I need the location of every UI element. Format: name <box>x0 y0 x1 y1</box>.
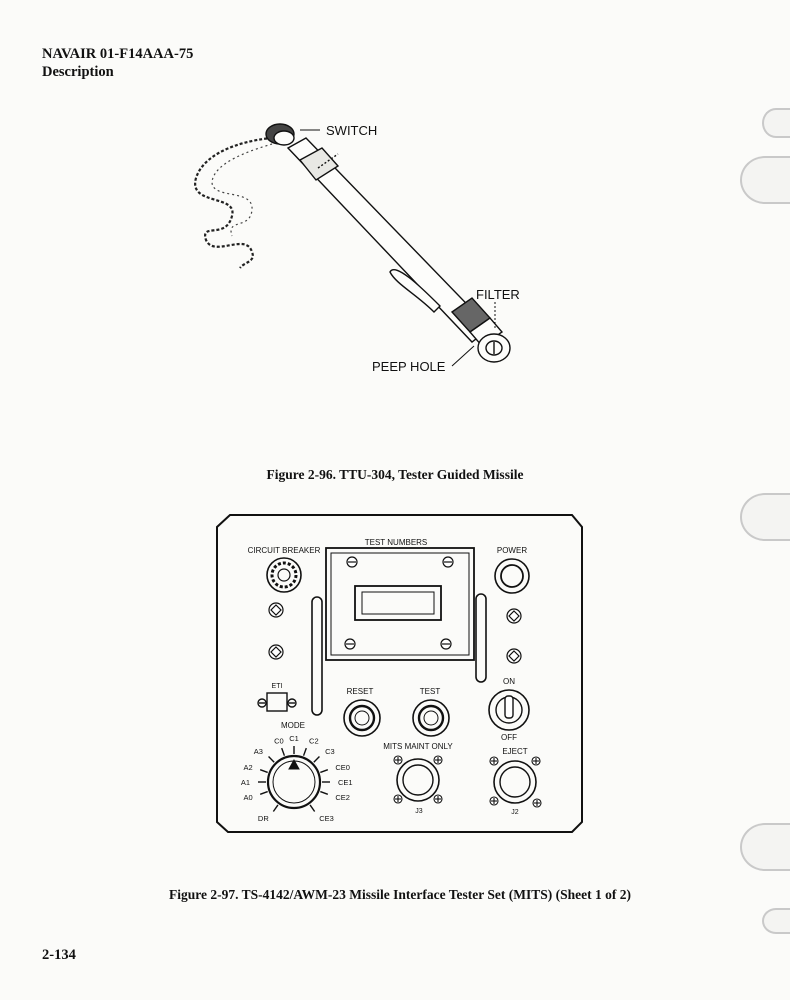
connector-screws <box>393 755 542 808</box>
mode-position-label: C1 <box>289 734 299 743</box>
mits-panel-illustration: CIRCUIT BREAKER TEST NUMBERS POWER ETI R… <box>216 514 583 833</box>
document-id: NAVAIR 01-F14AAA-75 <box>42 46 194 62</box>
mode-position-label: A3 <box>254 747 263 756</box>
test-button <box>412 699 450 737</box>
mode-selector-knob <box>258 746 330 812</box>
binder-hole <box>762 908 790 934</box>
j2-label: J2 <box>511 809 519 816</box>
j3-connector <box>396 758 440 802</box>
j2-connector <box>493 760 537 804</box>
reset-label: RESET <box>347 687 374 696</box>
panel-outline <box>216 514 583 833</box>
mode-tick <box>313 756 320 763</box>
on-label: ON <box>503 677 515 686</box>
binder-hole <box>740 493 790 541</box>
figure-caption-2-97: Figure 2-97. TS-4142/AWM-23 Missile Inte… <box>169 887 631 902</box>
test-numbers-display <box>325 547 475 661</box>
mode-position-label: DR <box>258 814 269 823</box>
mode-tick <box>272 804 279 812</box>
circuit-breaker-label: CIRCUIT BREAKER <box>248 546 321 555</box>
mode-tick <box>302 747 307 756</box>
mits-maint-only-label: MITS MAINT ONLY <box>383 742 453 751</box>
mode-tick <box>281 747 286 756</box>
mode-tick <box>309 804 316 812</box>
j3-label: J3 <box>415 808 423 815</box>
off-label: OFF <box>501 733 517 742</box>
lanyard-cord <box>194 136 273 269</box>
mode-tick <box>259 769 268 774</box>
eject-label: EJECT <box>502 747 527 756</box>
mode-position-label: CE2 <box>335 793 350 802</box>
switch-label: SWITCH <box>326 123 377 138</box>
mode-tick <box>320 769 329 774</box>
on-off-toggle <box>488 689 530 731</box>
page-number: 2-134 <box>42 947 76 963</box>
mode-label: MODE <box>281 721 305 730</box>
binder-hole <box>762 108 790 138</box>
mode-position-label: C2 <box>309 737 319 746</box>
mode-tick <box>268 756 275 763</box>
test-label: TEST <box>420 687 441 696</box>
mode-position-label: C0 <box>274 737 284 746</box>
tester-illustration: SWITCH FILTER PEEP HOLE <box>194 123 520 374</box>
mode-tick <box>320 790 329 795</box>
mode-position-label: A1 <box>241 778 250 787</box>
eti-label: ETI <box>272 683 283 690</box>
mode-position-label: CE1 <box>338 778 353 787</box>
tester-tube <box>286 137 511 363</box>
circuit-breaker <box>266 557 302 593</box>
binder-hole <box>740 156 790 204</box>
switch-cap <box>265 123 295 146</box>
eti-meter <box>257 692 297 712</box>
binder-hole <box>740 823 790 871</box>
peep-hole-label: PEEP HOLE <box>372 359 446 374</box>
mode-tick <box>259 790 268 795</box>
reset-button <box>343 699 381 737</box>
power-label: POWER <box>497 546 527 555</box>
mode-position-label: C3 <box>325 747 335 756</box>
mode-position-label: CE3 <box>319 814 334 823</box>
power-lamp <box>494 558 530 594</box>
test-numbers-label: TEST NUMBERS <box>365 538 428 547</box>
section-title: Description <box>42 64 114 80</box>
display-screws <box>344 556 454 650</box>
mode-position-label: A2 <box>243 763 252 772</box>
mode-position-label: A0 <box>243 793 252 802</box>
left-handle <box>311 596 323 716</box>
mode-position-label: CE0 <box>335 763 350 772</box>
panel-screws <box>268 602 522 664</box>
figure-caption-2-96: Figure 2-96. TTU-304, Tester Guided Miss… <box>266 467 524 482</box>
filter-label: FILTER <box>476 287 520 302</box>
right-handle <box>475 593 487 683</box>
